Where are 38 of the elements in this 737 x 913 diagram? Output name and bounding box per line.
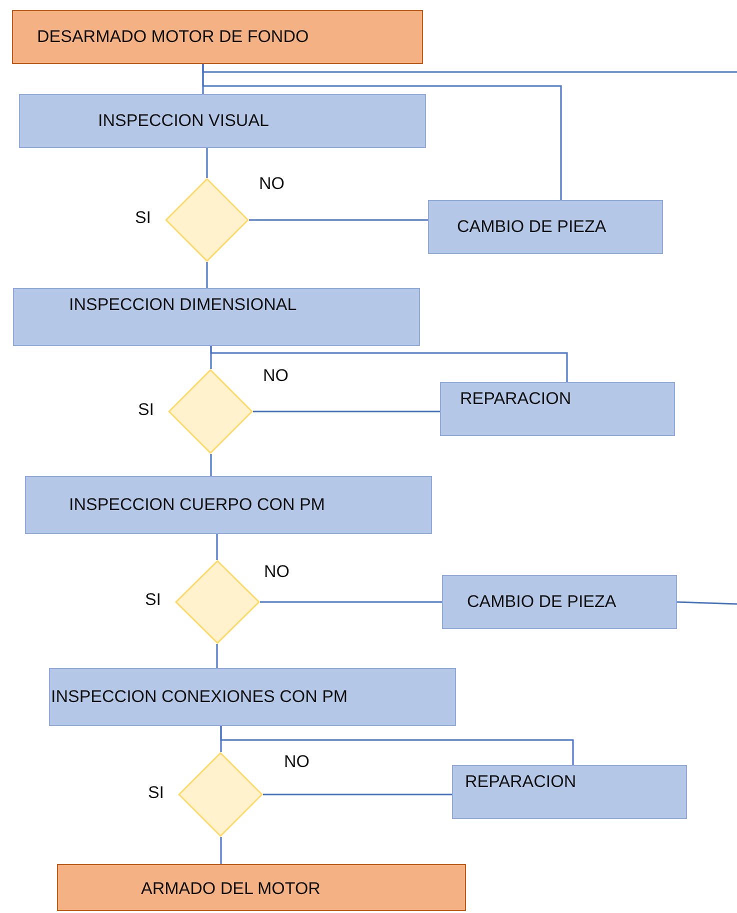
- connector-line: [253, 410, 440, 412]
- process-box: [25, 476, 432, 534]
- process-box: [452, 765, 687, 819]
- connector-line: [260, 601, 442, 603]
- connector-line: [676, 601, 737, 605]
- process-box: [13, 288, 420, 346]
- connector-line: [206, 148, 208, 178]
- terminal-box: [12, 10, 423, 64]
- process-box: [49, 668, 456, 726]
- step-label: CAMBIO DE PIEZA: [457, 217, 606, 237]
- step-label: REPARACION: [460, 389, 572, 409]
- step-label: INSPECCION DIMENSIONAL: [69, 295, 297, 315]
- connector-line: [263, 794, 452, 796]
- connector-line: [210, 454, 212, 476]
- step-label: INSPECCION VISUAL: [98, 111, 269, 131]
- connector-line: [202, 64, 562, 200]
- step-label: ARMADO DEL MOTOR: [141, 879, 320, 899]
- branch-label: SI: [148, 782, 164, 802]
- connector-line: [210, 346, 568, 382]
- step-label: INSPECCION CUERPO CON PM: [69, 495, 325, 515]
- branch-label: SI: [134, 208, 151, 228]
- connector-line: [216, 534, 218, 560]
- connector-line: [206, 262, 208, 288]
- process-box: [442, 575, 677, 629]
- connector-line: [220, 726, 574, 765]
- step-label: DESARMADO MOTOR DE FONDO: [37, 27, 309, 47]
- step-label: INSPECCION CONEXIONES CON PM: [51, 687, 348, 707]
- branch-label: SI: [144, 590, 161, 610]
- connector-line: [220, 837, 222, 864]
- process-box: [428, 200, 663, 254]
- connector-line: [249, 219, 428, 221]
- terminal-box: [57, 864, 466, 911]
- connector-line: [216, 644, 218, 668]
- step-label: CAMBIO DE PIEZA: [467, 592, 616, 612]
- step-label: REPARACION: [465, 772, 576, 792]
- branch-label: SI: [138, 400, 154, 420]
- process-box: [19, 94, 426, 148]
- process-box: [440, 382, 675, 436]
